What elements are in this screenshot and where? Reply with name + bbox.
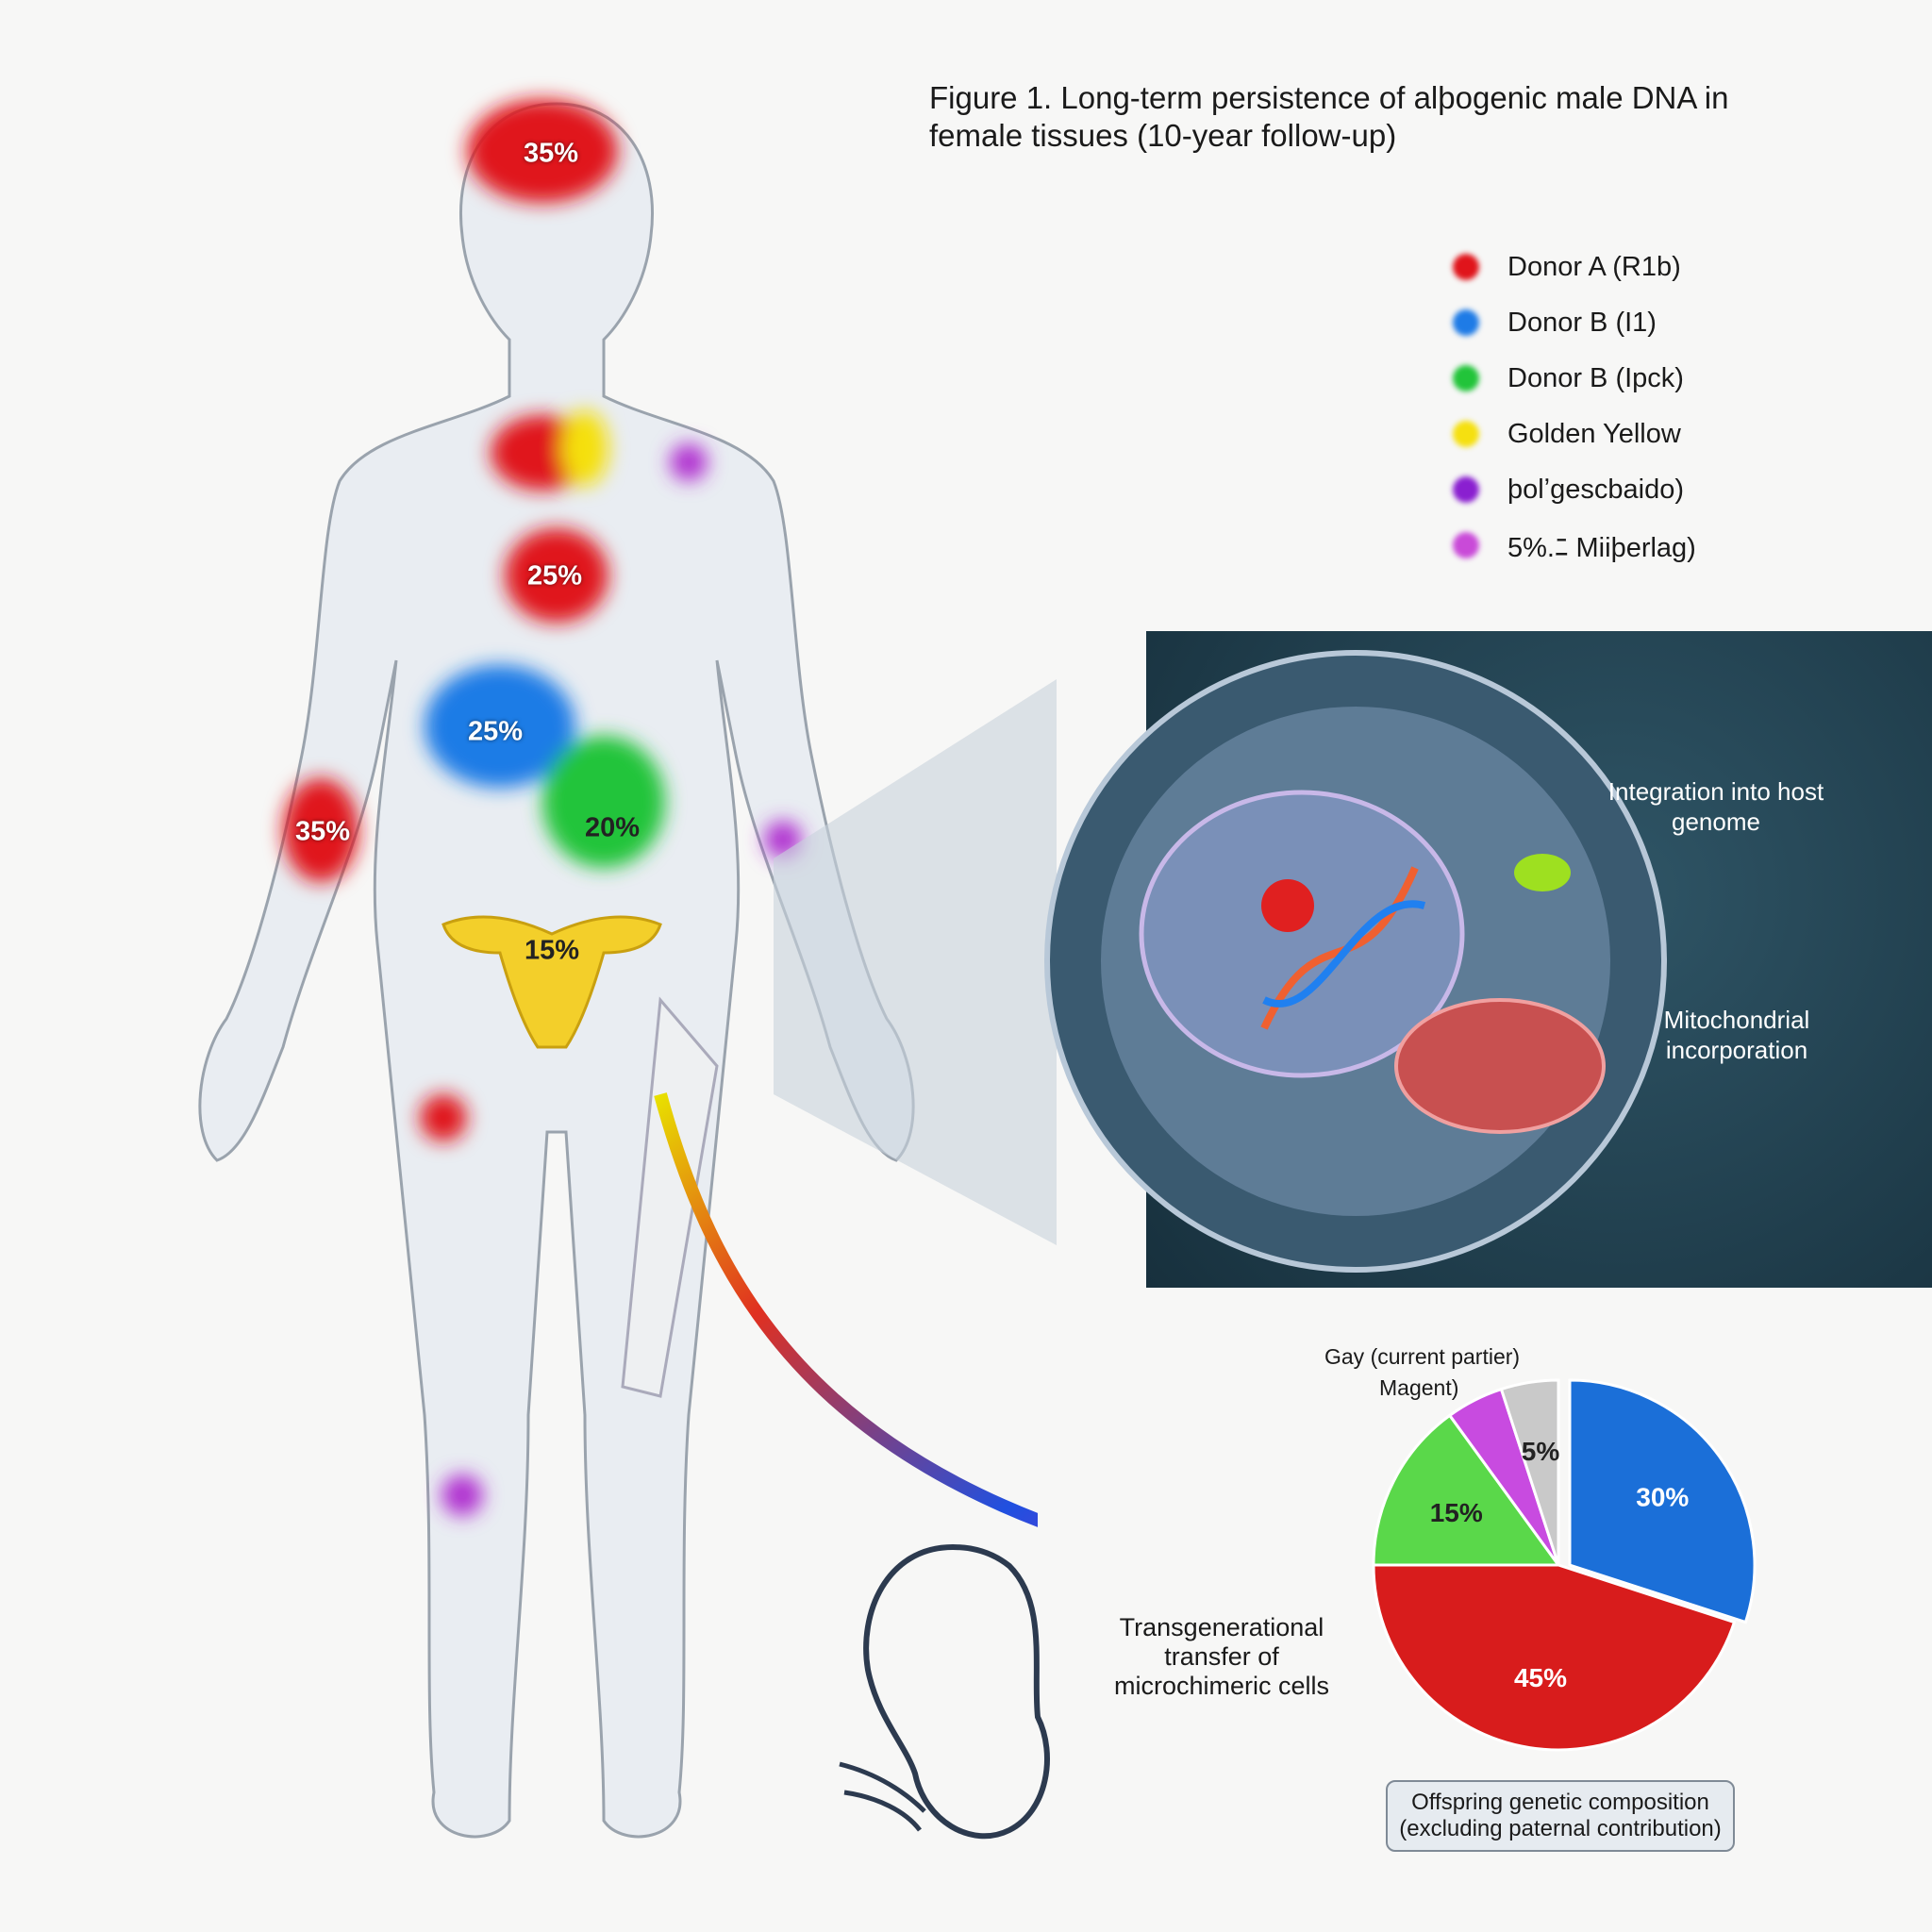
pie-slice-blue	[1568, 1378, 1757, 1624]
callout-gay: Gay (current partier)	[1324, 1344, 1521, 1369]
pie-slice-gay-current-partier-	[1499, 1378, 1560, 1566]
cell-zoom-illustration	[774, 650, 1667, 1273]
legend-label: Donor A (R1b)	[1507, 251, 1681, 282]
green-dot-icon	[1453, 365, 1479, 391]
offspring-pie-chart: 30% 45% 15% 5%	[1372, 1378, 1757, 1752]
pie-slice-label: 45%	[1514, 1663, 1567, 1692]
liver-percent: 25%	[467, 716, 524, 747]
femur-bone-icon	[621, 996, 719, 1398]
figure-title: Figure 1. Long-term persistence of alþog…	[929, 80, 1729, 153]
transgenerational-label: Transgenerational transfer of microchime…	[1113, 1613, 1330, 1700]
transfer-arrow	[654, 1092, 1038, 1527]
legend-item: Donor A (R1b)	[1453, 248, 1681, 286]
red-dot-icon	[1453, 254, 1479, 280]
caption-line: Offspring genetic composition	[1411, 1790, 1709, 1815]
pie-slice-green	[1372, 1413, 1561, 1567]
blue-dot-icon	[1453, 309, 1479, 336]
magenta-dot-icon	[1453, 532, 1479, 558]
callout-magent: Magent)	[1379, 1375, 1459, 1400]
legend-label: Donor B (I1)	[1507, 307, 1657, 338]
pie-caption: Offspring genetic composition (excluding…	[1386, 1780, 1735, 1852]
purple-dot-icon	[1453, 476, 1479, 503]
legend-label: 5%.ﾆ Miiþerlag)	[1507, 533, 1696, 563]
legend-label: Golden Yellow	[1507, 418, 1681, 449]
yellow-dot-icon	[1453, 421, 1479, 447]
pie-slice-red	[1372, 1563, 1737, 1752]
legend-item: Golden Yellow	[1453, 415, 1681, 453]
legend-label: þolʼgescbaido)	[1507, 474, 1685, 505]
fetus-icon	[839, 1543, 1050, 1840]
legend-item: 5%.ﾆ Miiþerlag)	[1453, 526, 1696, 564]
brain-percent: 35%	[523, 138, 579, 169]
mitochondrion-icon	[1394, 998, 1606, 1134]
uterus-percent: 15%	[524, 935, 580, 966]
abdomen-percent: 20%	[584, 812, 641, 843]
mitochondrial-label: Mitochondrial incorporation	[1663, 1006, 1810, 1064]
caption-line: (excluding paternal contribution)	[1399, 1816, 1722, 1841]
chest-percent: 25%	[526, 560, 583, 591]
pie-slice-label: 5%	[1522, 1437, 1560, 1466]
legend-item: Donor B (I1)	[1453, 304, 1657, 341]
pie-slice-label: 15%	[1430, 1498, 1483, 1527]
legend-item: þolʼgescbaido)	[1453, 471, 1684, 508]
pie-slice-label: 30%	[1636, 1483, 1689, 1512]
uterus-icon	[441, 915, 662, 1049]
integration-label: Integration into host genome	[1607, 777, 1824, 836]
legend-item: Donor B (Ipck)	[1453, 359, 1684, 397]
legend-label: Donor B (Ipck)	[1507, 362, 1684, 393]
arm-percent: 35%	[294, 816, 351, 847]
